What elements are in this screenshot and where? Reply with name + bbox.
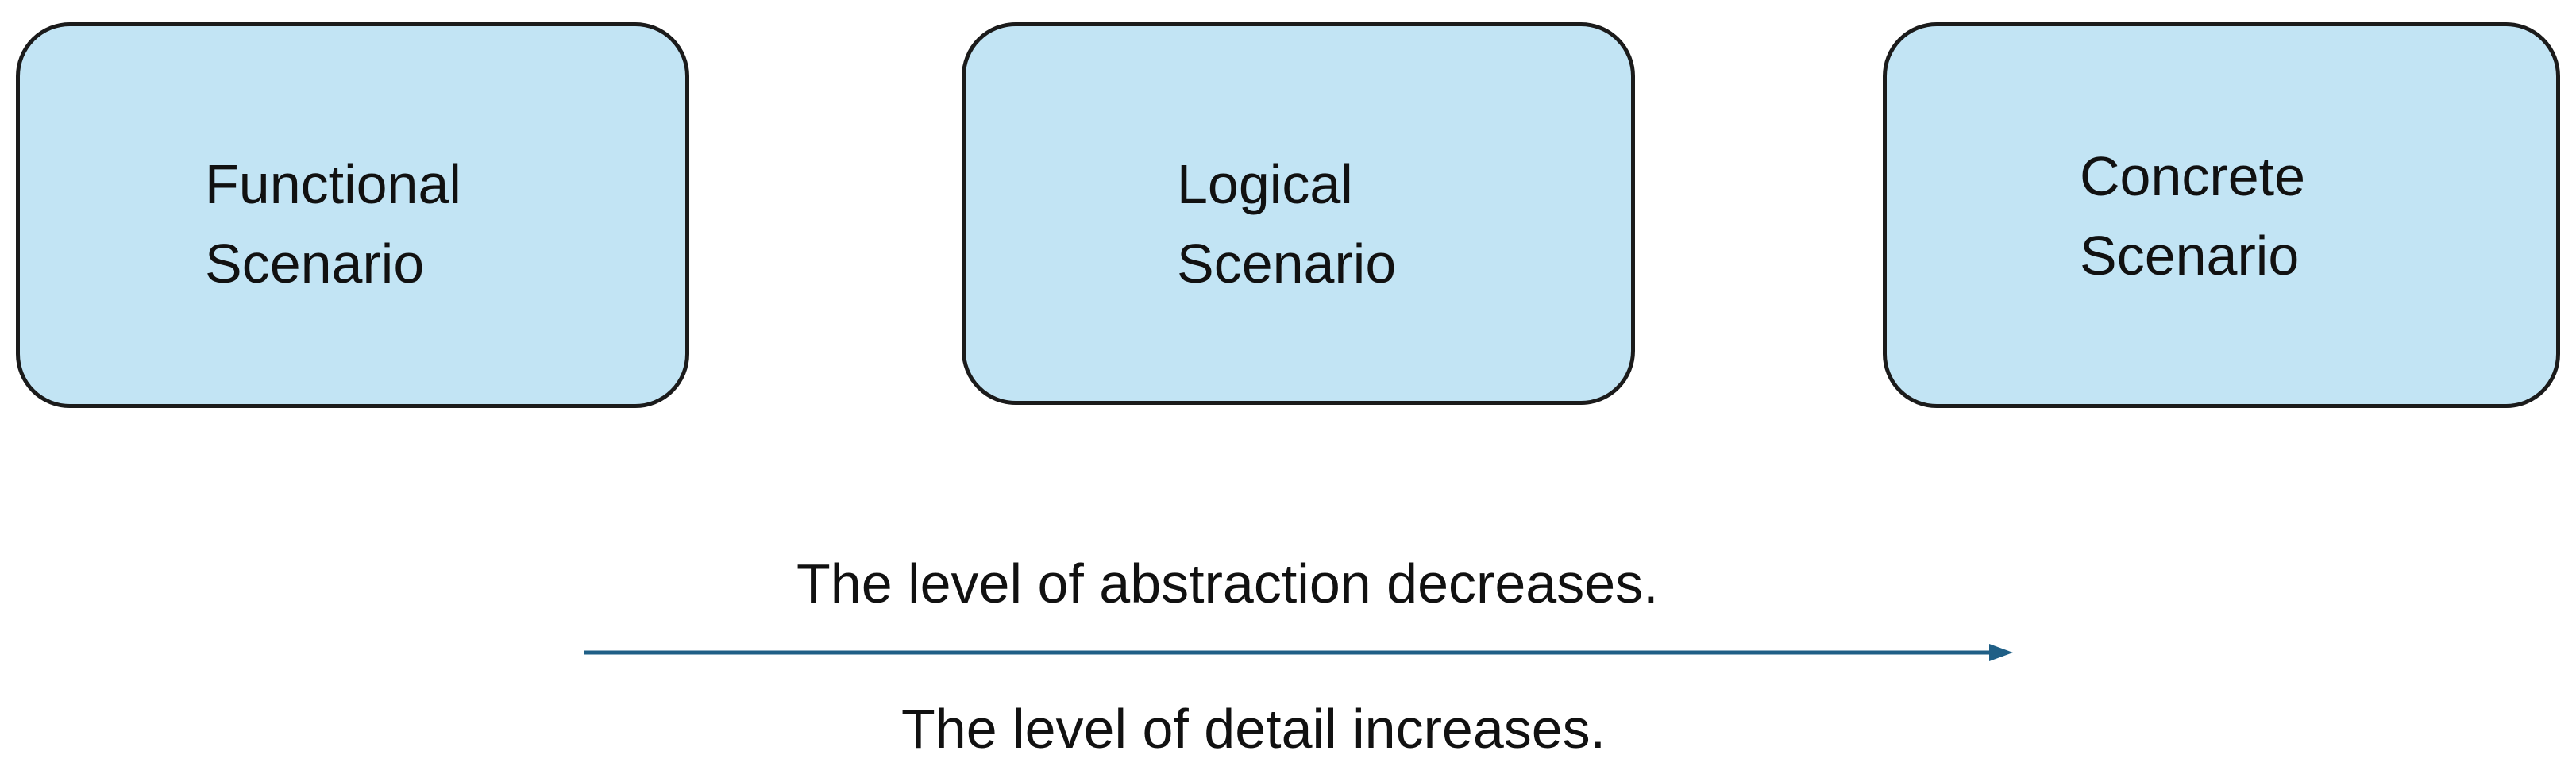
functional-scenario-label: Functional Scenario — [205, 144, 461, 303]
concrete-scenario-label: Concrete Scenario — [2080, 137, 2305, 295]
logical-scenario-label-line2: Scenario — [1177, 233, 1397, 295]
logical-scenario-label: Logical Scenario — [1177, 144, 1396, 303]
progression-arrow — [584, 644, 2013, 661]
concrete-scenario-box: Concrete Scenario — [1883, 22, 2560, 408]
functional-scenario-label-line1: Functional — [205, 153, 461, 215]
functional-scenario-label-line2: Scenario — [205, 233, 425, 295]
abstraction-caption: The level of abstraction decreases. — [796, 553, 1659, 614]
detail-caption: The level of detail increases. — [901, 698, 1606, 760]
logical-scenario-label-line1: Logical — [1177, 153, 1353, 215]
progression-arrow-head — [1989, 644, 2013, 661]
concrete-scenario-label-line2: Scenario — [2080, 225, 2300, 287]
concrete-scenario-label-line1: Concrete — [2080, 145, 2306, 207]
functional-scenario-box: Functional Scenario — [16, 22, 689, 408]
logical-scenario-box: Logical Scenario — [962, 22, 1635, 405]
